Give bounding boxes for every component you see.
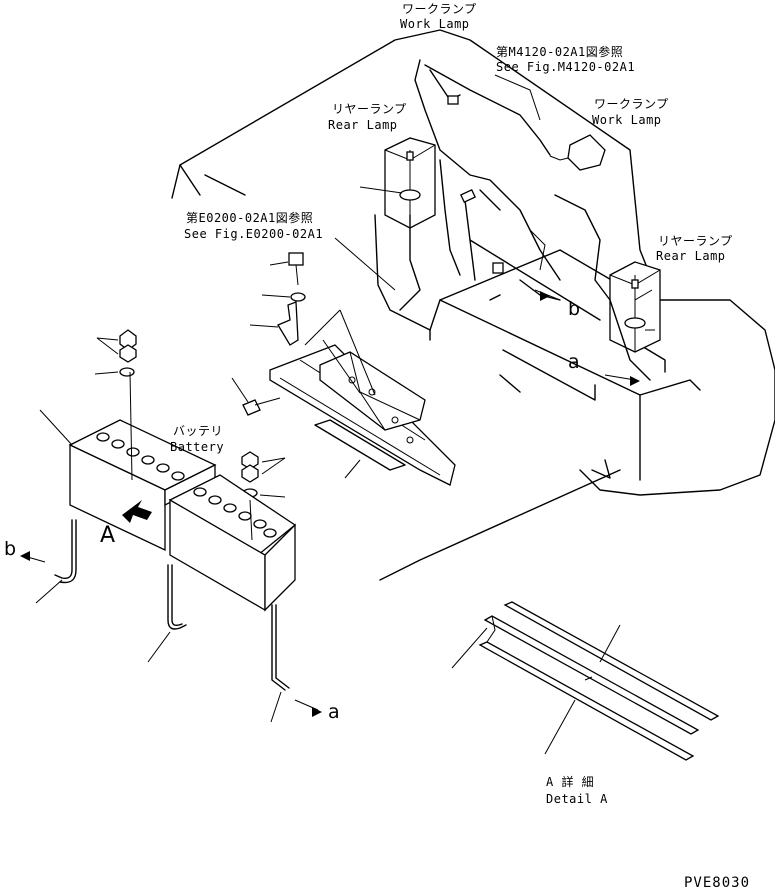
label-ref-m4120-en: See Fig.M4120-02A1 <box>496 60 636 74</box>
view-arrow-a <box>122 500 152 523</box>
arrow-a-bottom <box>312 707 322 717</box>
mark-a-right: a <box>568 351 580 373</box>
j-bolts <box>35 519 290 723</box>
mark-b-right: b <box>568 298 581 320</box>
detail-a-rails <box>451 601 720 761</box>
label-work-lamp-right-en: Work Lamp <box>592 113 662 127</box>
battery-right <box>168 474 297 612</box>
battery-mount-frame <box>269 309 456 486</box>
rear-lamp-left <box>384 137 436 229</box>
label-work-lamp-right-jp: ワークランプ <box>594 97 669 111</box>
mark-a-upper: A <box>100 523 116 548</box>
label-work-lamp-top-jp: ワークランプ <box>402 2 477 16</box>
mark-b-left: b <box>4 538 17 560</box>
label-rear-lamp-left-en: Rear Lamp <box>328 118 398 132</box>
label-ref-e0200-en: See Fig.E0200-02A1 <box>184 227 324 241</box>
wiring-harness <box>399 59 651 381</box>
leader-lines <box>23 74 655 711</box>
label-detail-a-jp: A 詳 細 <box>546 775 595 789</box>
rear-lamp-right <box>609 261 661 353</box>
label-battery-en: Battery <box>170 440 225 454</box>
label-ref-e0200-jp: 第E0200-02A1図参照 <box>186 211 314 225</box>
machine-body-outline <box>171 29 775 581</box>
mark-a-bottom: a <box>328 701 340 723</box>
label-rear-lamp-right-jp: リヤーランプ <box>658 234 733 248</box>
label-rear-lamp-right-en: Rear Lamp <box>656 249 726 263</box>
work-lamp-right <box>549 134 606 171</box>
arrow-b-left <box>20 551 30 561</box>
label-rear-lamp-left-jp: リヤーランプ <box>332 102 407 116</box>
arrow-b-right <box>540 291 550 301</box>
battery-left <box>39 371 217 552</box>
label-battery-jp: バッテリ <box>173 424 224 438</box>
arrow-a-right <box>630 376 640 386</box>
hardware-parts <box>94 252 306 498</box>
label-detail-a-en: Detail A <box>546 792 608 806</box>
label-work-lamp-top-en: Work Lamp <box>400 17 470 31</box>
label-ref-m4120-jp: 第M4120-02A1図参照 <box>496 45 624 59</box>
drawing-code: PVE8030 <box>684 875 751 891</box>
